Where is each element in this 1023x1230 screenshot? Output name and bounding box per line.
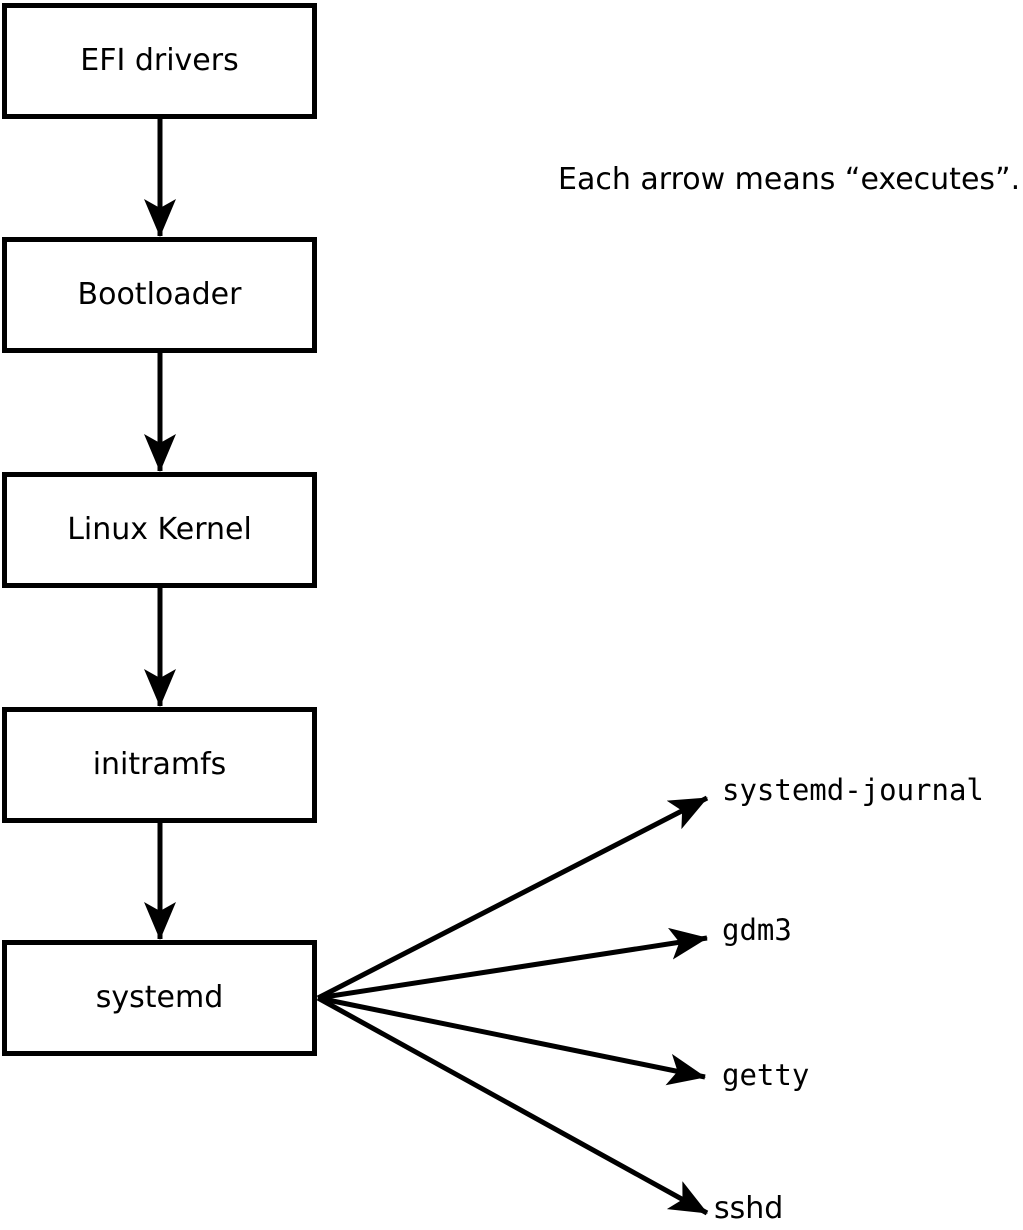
box-bootloader: Bootloader — [2, 237, 317, 353]
box-linux-kernel: Linux Kernel — [2, 472, 317, 588]
arrow-systemd-to-sshd — [316, 995, 709, 1216]
box-initramfs: initramfs — [2, 707, 317, 823]
box-linux-kernel-label: Linux Kernel — [67, 512, 252, 547]
box-efi-drivers-label: EFI drivers — [80, 43, 239, 78]
box-bootloader-label: Bootloader — [77, 277, 242, 312]
arrow-systemd-to-getty — [317, 995, 706, 1086]
label-gdm3: gdm3 — [722, 913, 792, 947]
arrow-meaning-note: Each arrow means “executes”. — [558, 162, 1021, 197]
arrow-systemd-to-journal — [316, 795, 709, 1001]
arrow-systemd-to-gdm3 — [317, 927, 708, 1001]
label-systemd-journal: systemd-journal — [722, 773, 984, 807]
box-systemd-label: systemd — [95, 980, 224, 1015]
box-initramfs-label: initramfs — [92, 747, 227, 782]
box-systemd: systemd — [2, 940, 317, 1056]
box-efi-drivers: EFI drivers — [2, 3, 317, 119]
label-getty: getty — [722, 1058, 810, 1092]
label-sshd: sshd — [714, 1191, 784, 1226]
